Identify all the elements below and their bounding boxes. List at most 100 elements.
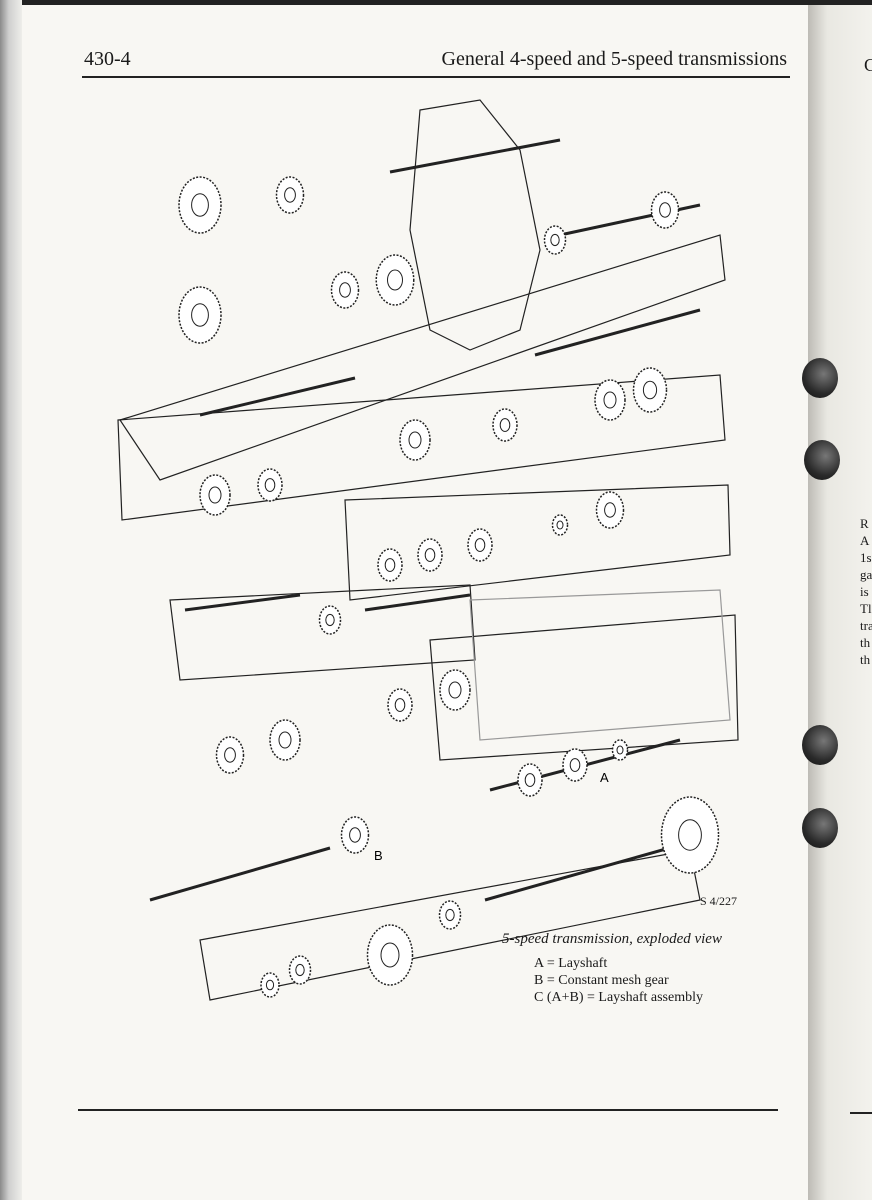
gear-bore <box>325 613 335 627</box>
gear-bore <box>278 731 292 749</box>
legend-item: C (A+B) = Layshaft assembly <box>534 990 703 1005</box>
gear <box>215 736 245 774</box>
gear <box>594 379 626 421</box>
footer-rule <box>78 1109 778 1111</box>
selector-rod <box>534 308 701 357</box>
legend-item: B = Constant mesh gear <box>534 973 669 988</box>
gear-bore <box>550 233 560 247</box>
gear <box>439 669 471 711</box>
gear-bore <box>408 431 422 449</box>
selector-rod <box>184 593 301 612</box>
gear-bore <box>380 942 400 968</box>
gear <box>660 796 720 874</box>
facing-text-line: A <box>860 533 870 548</box>
gear <box>257 468 283 502</box>
figure-caption: 5-speed transmission, exploded view <box>502 931 722 947</box>
gear <box>399 419 431 461</box>
gear-bore <box>448 681 462 699</box>
facing-footer-rule <box>850 1112 872 1114</box>
punch-hole <box>804 440 840 480</box>
panel-outline <box>199 849 701 1001</box>
gear-bore <box>499 418 511 432</box>
gear <box>611 739 629 761</box>
punch-hole <box>802 808 838 848</box>
gear <box>492 408 518 442</box>
gear-bore <box>191 193 209 217</box>
gear <box>387 688 413 722</box>
casing-outline <box>469 589 731 741</box>
gears <box>178 176 720 998</box>
gear-bore <box>603 391 617 409</box>
facing-text-line: R <box>860 516 869 531</box>
gear <box>178 176 222 234</box>
gear-bore <box>569 758 581 772</box>
gear <box>330 271 360 309</box>
gear-bore <box>295 963 305 977</box>
panel-outline <box>169 584 476 681</box>
gear <box>178 286 222 344</box>
gear-bore <box>384 558 396 572</box>
gear-bore <box>616 745 624 755</box>
punch-hole <box>802 725 838 765</box>
selector-rod <box>199 376 356 417</box>
facing-page-corner: C <box>864 55 872 75</box>
gear <box>375 254 415 306</box>
panel-outline <box>117 374 726 521</box>
binding-edge <box>0 0 22 1200</box>
gear <box>199 474 231 516</box>
gear <box>318 605 342 635</box>
gear <box>260 972 280 998</box>
figure-legend: A = Layshaft B = Constant mesh gear C (A… <box>534 955 703 1006</box>
gear-bore <box>474 538 486 552</box>
gear <box>288 955 312 985</box>
assembly-panels <box>117 99 739 1001</box>
panel-outline <box>429 614 739 761</box>
page-number: 430-4 <box>84 48 131 70</box>
gear <box>543 225 567 255</box>
output-shaft <box>484 843 681 902</box>
gear <box>517 763 543 797</box>
facing-text-line: tra <box>860 618 872 633</box>
panel-outline <box>344 484 731 601</box>
punch-hole <box>802 358 838 398</box>
page-title: General 4-speed and 5-speed transmission… <box>441 48 787 70</box>
mainshaft <box>389 138 561 174</box>
label-b: B <box>374 848 383 863</box>
gear-bore <box>387 269 403 291</box>
reverse-shaft <box>149 846 331 902</box>
facing-text-line: th <box>860 635 871 650</box>
gear-bore <box>604 502 616 518</box>
legend-item: A = Layshaft <box>534 956 608 971</box>
gear <box>275 176 305 214</box>
gear <box>340 816 370 854</box>
gear <box>269 719 301 761</box>
gear-bore <box>556 520 564 530</box>
selector-rod <box>364 593 471 612</box>
gear <box>595 491 625 529</box>
gear-bore <box>265 979 275 991</box>
scan-top-edge <box>0 0 872 5</box>
gear <box>467 528 493 562</box>
label-a: A <box>600 770 609 785</box>
facing-text-line: th <box>860 652 871 667</box>
gear-bore <box>191 303 209 327</box>
gear-bore <box>224 747 236 763</box>
facing-text-line: Tl <box>860 601 872 616</box>
housing-outline <box>409 99 541 351</box>
gear-bore <box>659 202 671 218</box>
gear-bore <box>642 380 658 400</box>
gear <box>366 924 414 986</box>
gear-bore <box>424 548 436 562</box>
header-rule <box>82 76 790 78</box>
facing-text-line: 1s <box>860 550 872 565</box>
gear-bore <box>678 819 702 851</box>
gear-bore <box>445 908 455 922</box>
panel-outline <box>119 234 726 481</box>
gear <box>438 900 462 930</box>
facing-page <box>808 5 872 1200</box>
gear <box>562 748 588 782</box>
figure-reference: S 4/227 <box>700 894 738 908</box>
gear-bore <box>264 478 276 492</box>
